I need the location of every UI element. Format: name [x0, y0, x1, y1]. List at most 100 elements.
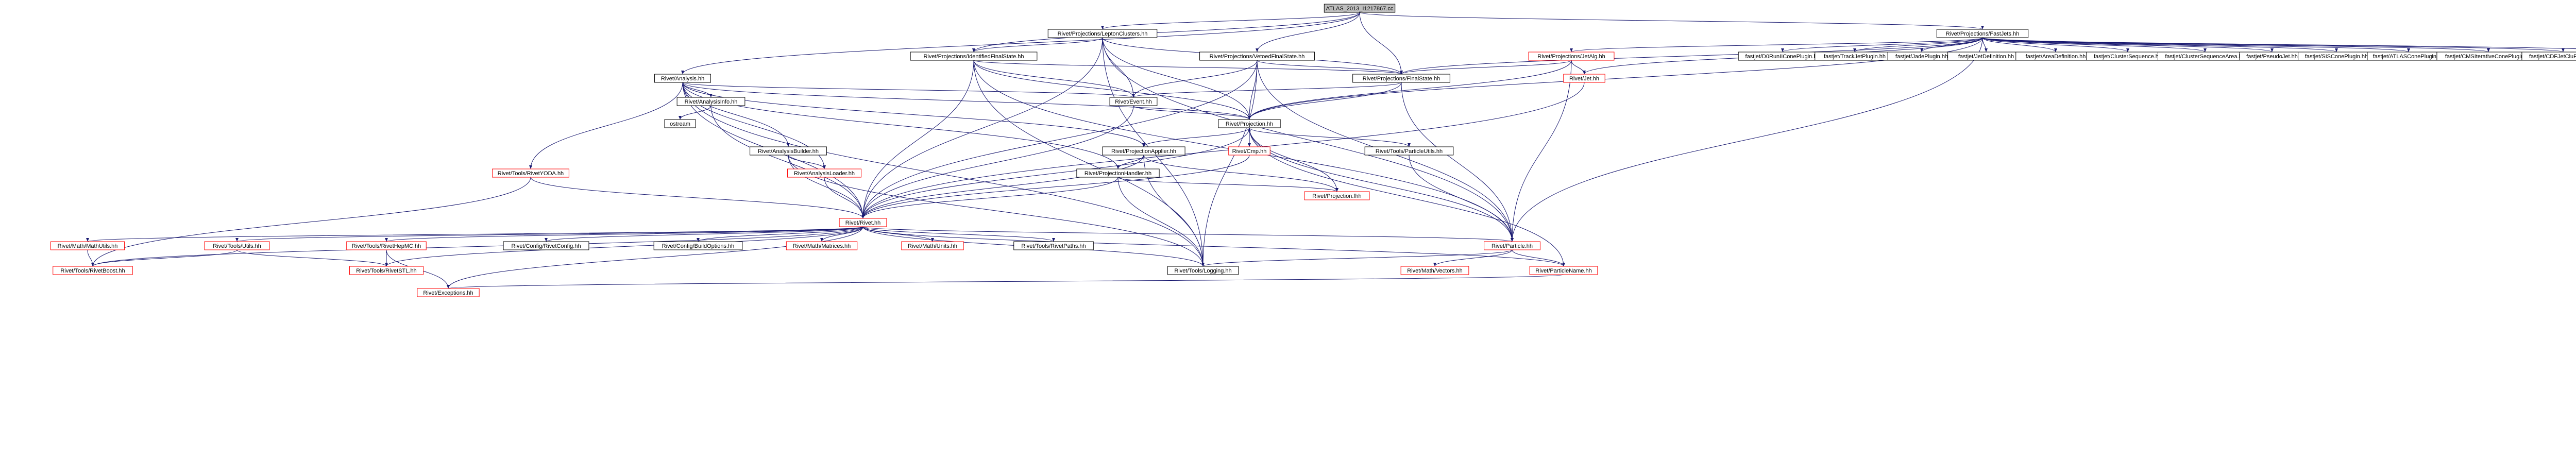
- node-d0run[interactable]: fastjet/D0RunIIConePlugin.hh: [1738, 52, 1827, 61]
- node-anabuilder[interactable]: Rivet/AnalysisBuilder.hh: [750, 146, 827, 156]
- node-vectors[interactable]: Rivet/Math/Vectors.hh: [1400, 266, 1469, 275]
- node-box[interactable]: [492, 168, 569, 178]
- node-siscone[interactable]: fastjet/SISConePlugin.hh: [2298, 52, 2375, 61]
- node-box[interactable]: [901, 241, 964, 250]
- node-box[interactable]: [1228, 146, 1270, 156]
- arrowhead: [681, 71, 684, 74]
- arrowhead: [709, 94, 713, 97]
- node-idfs[interactable]: Rivet/Projections/IdentifiedFinalState.h…: [910, 52, 1038, 61]
- node-cmp[interactable]: Rivet/Cmp.hh: [1228, 146, 1270, 156]
- node-particle[interactable]: Rivet/Particle.hh: [1484, 241, 1540, 250]
- node-box[interactable]: [1324, 4, 1396, 13]
- node-trackjet[interactable]: fastjet/TrackJetPlugin.hh: [1815, 52, 1895, 61]
- node-projapplier[interactable]: Rivet/ProjectionApplier.hh: [1102, 146, 1185, 156]
- node-boost[interactable]: Rivet/Tools/RivetBoost.hh: [53, 266, 133, 275]
- node-box[interactable]: [503, 241, 589, 250]
- node-box[interactable]: [1563, 74, 1605, 83]
- node-anainfo[interactable]: Rivet/AnalysisInfo.hh: [676, 97, 745, 106]
- node-yoda[interactable]: Rivet/Tools/RivetYODA.hh: [492, 168, 569, 178]
- node-box[interactable]: [1529, 266, 1598, 275]
- node-hepmc[interactable]: Rivet/Tools/RivetHepMC.hh: [346, 241, 427, 250]
- node-box[interactable]: [53, 266, 133, 275]
- node-box[interactable]: [1102, 146, 1185, 156]
- node-stl[interactable]: Rivet/Tools/RivetSTL.hh: [349, 266, 424, 275]
- node-jetdef[interactable]: fastjet/JetDefinition.hh: [1947, 52, 2025, 61]
- node-box[interactable]: [417, 288, 480, 297]
- node-pseudojet[interactable]: fastjet/PseudoJet.hh: [2239, 52, 2305, 61]
- node-root[interactable]: ATLAS_2013_I1217867.cc: [1324, 4, 1396, 13]
- node-cmsiter[interactable]: fastjet/CMSIterativeConePlugin.hh: [2436, 52, 2540, 61]
- node-ostream[interactable]: ostream: [664, 119, 696, 128]
- include-edge: [1409, 155, 1513, 242]
- include-edge: [1982, 37, 2576, 49]
- node-partutils[interactable]: Rivet/Tools/ParticleUtils.hh: [1364, 146, 1454, 156]
- node-exceptions[interactable]: Rivet/Exceptions.hh: [417, 288, 480, 297]
- node-rivetconfig[interactable]: Rivet/Config/RivetConfig.hh: [503, 241, 589, 250]
- node-label: Rivet/Tools/Utils.hh: [213, 243, 261, 249]
- node-clseq[interactable]: fastjet/ClusterSequence.hh: [2086, 52, 2170, 61]
- node-analoader[interactable]: Rivet/AnalysisLoader.hh: [787, 168, 862, 178]
- node-box[interactable]: [1304, 191, 1370, 200]
- node-box[interactable]: [1076, 168, 1160, 178]
- node-box[interactable]: [676, 97, 745, 106]
- node-box[interactable]: [750, 146, 827, 156]
- node-box[interactable]: [1936, 29, 2029, 38]
- node-projection[interactable]: Rivet/Projection.hh: [1218, 119, 1281, 128]
- node-box[interactable]: [349, 266, 424, 275]
- node-box[interactable]: [653, 241, 743, 250]
- node-mathutils[interactable]: Rivet/Math/MathUtils.hh: [50, 241, 125, 250]
- node-box[interactable]: [346, 241, 427, 250]
- node-areadef[interactable]: fastjet/AreaDefinition.hh: [2015, 52, 2096, 61]
- node-box[interactable]: [1400, 266, 1469, 275]
- node-atlascone[interactable]: fastjet/ATLASConePlugin.hh: [2367, 52, 2450, 61]
- node-box[interactable]: [1364, 146, 1454, 156]
- node-box[interactable]: [1109, 97, 1158, 106]
- node-box[interactable]: [1199, 52, 1315, 61]
- node-projectionfhh[interactable]: Rivet/Projection.fhh: [1304, 191, 1370, 200]
- node-cdfjetclu[interactable]: fastjet/CDFJetCluPlugin.hh: [2521, 52, 2576, 61]
- node-box[interactable]: [204, 241, 270, 250]
- node-box[interactable]: [1484, 241, 1540, 250]
- include-edge: [236, 226, 863, 242]
- arrowhead: [2270, 48, 2274, 52]
- node-jetalg[interactable]: Rivet/Projections/JetAlg.hh: [1528, 52, 1615, 61]
- include-edge: [386, 226, 863, 242]
- node-lepclu[interactable]: Rivet/Projections/LeptonClusters.hh: [1047, 29, 1158, 38]
- node-toolsutils[interactable]: Rivet/Tools/Utils.hh: [204, 241, 270, 250]
- node-box[interactable]: [839, 218, 887, 227]
- node-jade[interactable]: fastjet/JadePlugin.hh: [1887, 52, 1956, 61]
- node-finalstate[interactable]: Rivet/Projections/FinalState.hh: [1352, 74, 1450, 83]
- node-box[interactable]: [787, 168, 862, 178]
- node-matrices[interactable]: Rivet/Math/Matrices.hh: [786, 241, 858, 250]
- node-box[interactable]: [1352, 74, 1450, 83]
- node-logging[interactable]: Rivet/Tools/Logging.hh: [1167, 266, 1239, 275]
- include-edge: [1401, 37, 1983, 75]
- node-analysis[interactable]: Rivet/Analysis.hh: [654, 74, 711, 83]
- arrowhead: [2562, 48, 2565, 52]
- node-box[interactable]: [1218, 119, 1281, 128]
- node-fastjets[interactable]: Rivet/Projections/FastJets.hh: [1936, 29, 2029, 38]
- node-clseqarea[interactable]: fastjet/ClusterSequenceArea.hh: [2158, 52, 2252, 61]
- node-box[interactable]: [50, 241, 125, 250]
- node-vetofs[interactable]: Rivet/Projections/VetoedFinalState.hh: [1199, 52, 1315, 61]
- node-units[interactable]: Rivet/Math/Units.hh: [901, 241, 964, 250]
- include-edge: [1117, 177, 1204, 267]
- node-paths[interactable]: Rivet/Tools/RivetPaths.hh: [1013, 241, 1094, 250]
- node-box[interactable]: [1167, 266, 1239, 275]
- node-buildopts[interactable]: Rivet/Config/BuildOptions.hh: [653, 241, 743, 250]
- node-box[interactable]: [786, 241, 858, 250]
- node-box[interactable]: [1013, 241, 1094, 250]
- node-box[interactable]: [664, 119, 696, 128]
- node-jet[interactable]: Rivet/Jet.hh: [1563, 74, 1605, 83]
- node-particlename[interactable]: Rivet/ParticleName.hh: [1529, 266, 1598, 275]
- node-box[interactable]: [1528, 52, 1615, 61]
- node-rivethh[interactable]: Rivet/Rivet.hh: [839, 218, 887, 227]
- node-box[interactable]: [910, 52, 1038, 61]
- node-event[interactable]: Rivet/Event.hh: [1109, 97, 1158, 106]
- include-edge: [682, 82, 789, 147]
- node-box[interactable]: [2521, 52, 2576, 61]
- node-box[interactable]: [654, 74, 711, 83]
- node-label: fastjet/SISConePlugin.hh: [2305, 54, 2368, 60]
- node-projhandler[interactable]: Rivet/ProjectionHandler.hh: [1076, 168, 1160, 178]
- node-box[interactable]: [1047, 29, 1158, 38]
